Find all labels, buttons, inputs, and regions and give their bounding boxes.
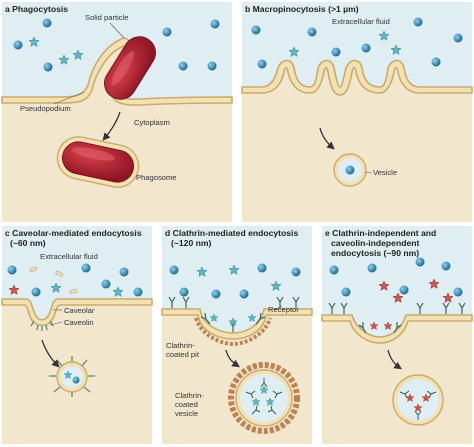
cytoplasm-region (242, 65, 472, 222)
arrow-icon (41, 339, 60, 368)
panel-c-caveolar-endocytosis: c Caveolar-mediated endocytosis (~60 nm)… (1, 226, 153, 444)
solid-particle-label: Solid particle (85, 13, 128, 22)
leader-line (273, 305, 283, 311)
clathrin-coated-pit-label-line1: Clathrin- (166, 341, 195, 350)
caveolar-vesicle (49, 356, 95, 397)
panel-b-macropinocytosis: b Macropinocytosis (>1 µm) Extracellular… (241, 2, 473, 222)
panel-e-independent-endocytosis: e Clathrin-independent and caveolin-inde… (321, 226, 473, 444)
receptor-label: Receptor (268, 305, 299, 314)
panel-d-subtitle: (~120 nm) (171, 238, 211, 248)
blue-sphere-icon (13, 18, 220, 72)
arrow-icon (387, 349, 402, 370)
leader-line (49, 321, 63, 326)
panel-e-title-line2: caveolin-independent (331, 238, 419, 248)
clathrin-coat (194, 317, 272, 347)
leader-line (364, 171, 373, 174)
clathrin-coated-pit-label-line2: coated pit (166, 350, 200, 359)
pseudopodium-label: Pseudopodium (20, 104, 71, 113)
leader-line (53, 91, 85, 105)
caveolin-coat (30, 320, 54, 331)
panel-c-subtitle: (~60 nm) (10, 238, 46, 248)
blue-sphere-icon (169, 263, 301, 299)
clathrin-coated-vesicle-label-line1: Clathrin- (175, 391, 204, 400)
vesicle (333, 153, 367, 187)
blue-sphere-icon (251, 17, 463, 69)
blue-sphere-icon (329, 257, 463, 297)
caveolar-label: Caveolar (64, 306, 95, 315)
vesicle-label: Vesicle (373, 168, 397, 177)
arrow-icon (102, 111, 121, 141)
star-icon (196, 264, 282, 326)
clathrin-coated-vesicle-label-line3: vesicle (175, 409, 198, 418)
cytoplasm-label: Cytoplasm (134, 118, 170, 127)
plasma-membrane-pit (161, 308, 313, 340)
cytoplasm-region (2, 42, 232, 222)
panel-e-title-line3: endocytosis (~90 nm) (331, 248, 419, 258)
panel-e-title: e Clathrin-independent and (325, 228, 436, 238)
extracellular-fluid-label: Extracellular fluid (40, 252, 98, 261)
clathrin-coated-vesicle (228, 362, 300, 434)
phagosome (56, 136, 140, 188)
clathrin-coated-vesicle-label-line2: coated (175, 400, 198, 409)
leader-line (109, 22, 125, 39)
panel-c-title: c Caveolar-mediated endocytosis (5, 228, 142, 238)
solid-particle (104, 36, 156, 100)
star-icon (8, 282, 124, 297)
star-icon (28, 36, 84, 65)
blue-sphere-icon (7, 263, 143, 297)
y-receptor-icon (328, 302, 466, 334)
panel-a-phagocytosis: a Phagocytosis Solid particle Pseudopodi… (1, 2, 233, 222)
phagosome-label: Phagosome (136, 173, 177, 182)
arrow-icon (319, 127, 335, 150)
lipid-particle-icon (29, 266, 78, 294)
panel-d-clathrin-endocytosis: d Clathrin-mediated endocytosis (~120 nm… (161, 226, 313, 444)
arrow-icon (225, 349, 240, 368)
plasma-membrane-ruffles (241, 59, 473, 96)
plasma-membrane-caveola (1, 298, 153, 327)
star-icon (288, 30, 402, 57)
panel-a-title: a Phagocytosis (5, 4, 68, 14)
caveolin-label: Caveolin (64, 318, 94, 327)
panel-b-title: b Macropinocytosis (>1 µm) (245, 4, 359, 14)
plasma-membrane-invagination (321, 314, 473, 344)
panel-d-title: d Clathrin-mediated endocytosis (165, 228, 298, 238)
extracellular-fluid-label: Extracellular fluid (332, 17, 390, 26)
star-icon (369, 278, 454, 330)
endocytic-vesicle (392, 374, 444, 426)
